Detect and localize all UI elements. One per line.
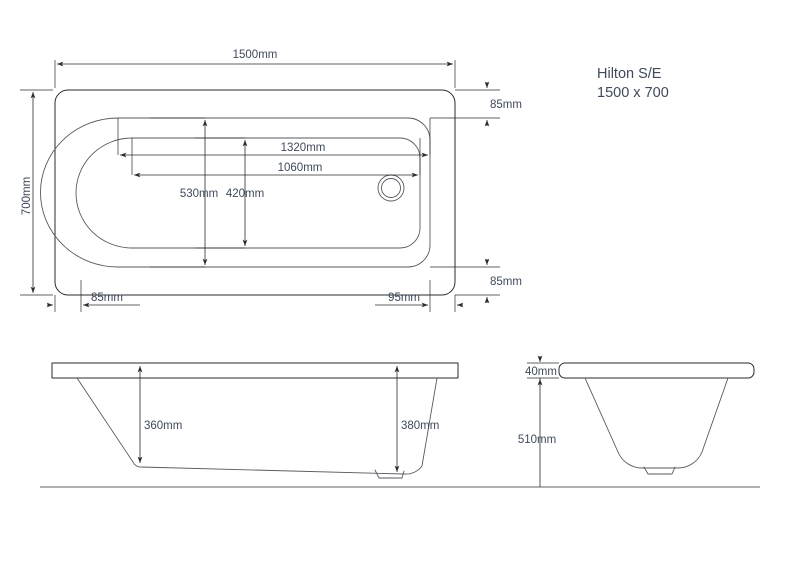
dim-label-depth-left: 360mm: [144, 420, 182, 432]
title-line-2: 1500 x 700: [597, 85, 669, 101]
side-elevation-rim: [51, 362, 459, 379]
dim-label-overall-width: 700mm: [21, 177, 33, 215]
dim-label-left-offset: 85mm: [91, 292, 123, 304]
plan-outer-rim: [54, 89, 456, 296]
title-line-1: Hilton S/E: [597, 66, 662, 82]
dim-label-overall-height: 510mm: [518, 434, 556, 446]
side-elevation-group: 360mm 380mm: [40, 362, 760, 488]
dim-label-right-offset: 95mm: [388, 292, 420, 304]
dim-label-overall-length: 1500mm: [233, 49, 278, 61]
dim-label-inner-width-inner: 420mm: [226, 188, 264, 200]
plan-view-group: 1500mm 700mm 1320mm 1060mm 530mm: [20, 49, 522, 312]
dim-label-top-offset: 85mm: [490, 99, 522, 111]
end-elevation-drain-sump: [643, 466, 676, 475]
plan-drain-inner-circle: [381, 178, 401, 198]
dim-label-depth-right: 380mm: [401, 420, 439, 432]
side-elevation-drain-sump: [374, 469, 405, 479]
dim-label-rim-thickness: 40mm: [525, 366, 557, 378]
end-elevation-body-profile: [584, 377, 729, 469]
end-elevation-rim: [558, 362, 755, 379]
dim-label-inner-length-inner: 1060mm: [278, 162, 323, 174]
dim-label-inner-length-outer: 1320mm: [281, 142, 326, 154]
end-elevation-group: 40mm 510mm: [518, 355, 755, 487]
side-elevation-body-profile: [76, 377, 438, 475]
title-block: Hilton S/E 1500 x 700: [597, 66, 669, 101]
plan-bowl-lower-curve: [75, 137, 421, 249]
dim-label-inner-width-outer: 530mm: [180, 188, 218, 200]
dim-label-bottom-offset: 85mm: [490, 276, 522, 288]
